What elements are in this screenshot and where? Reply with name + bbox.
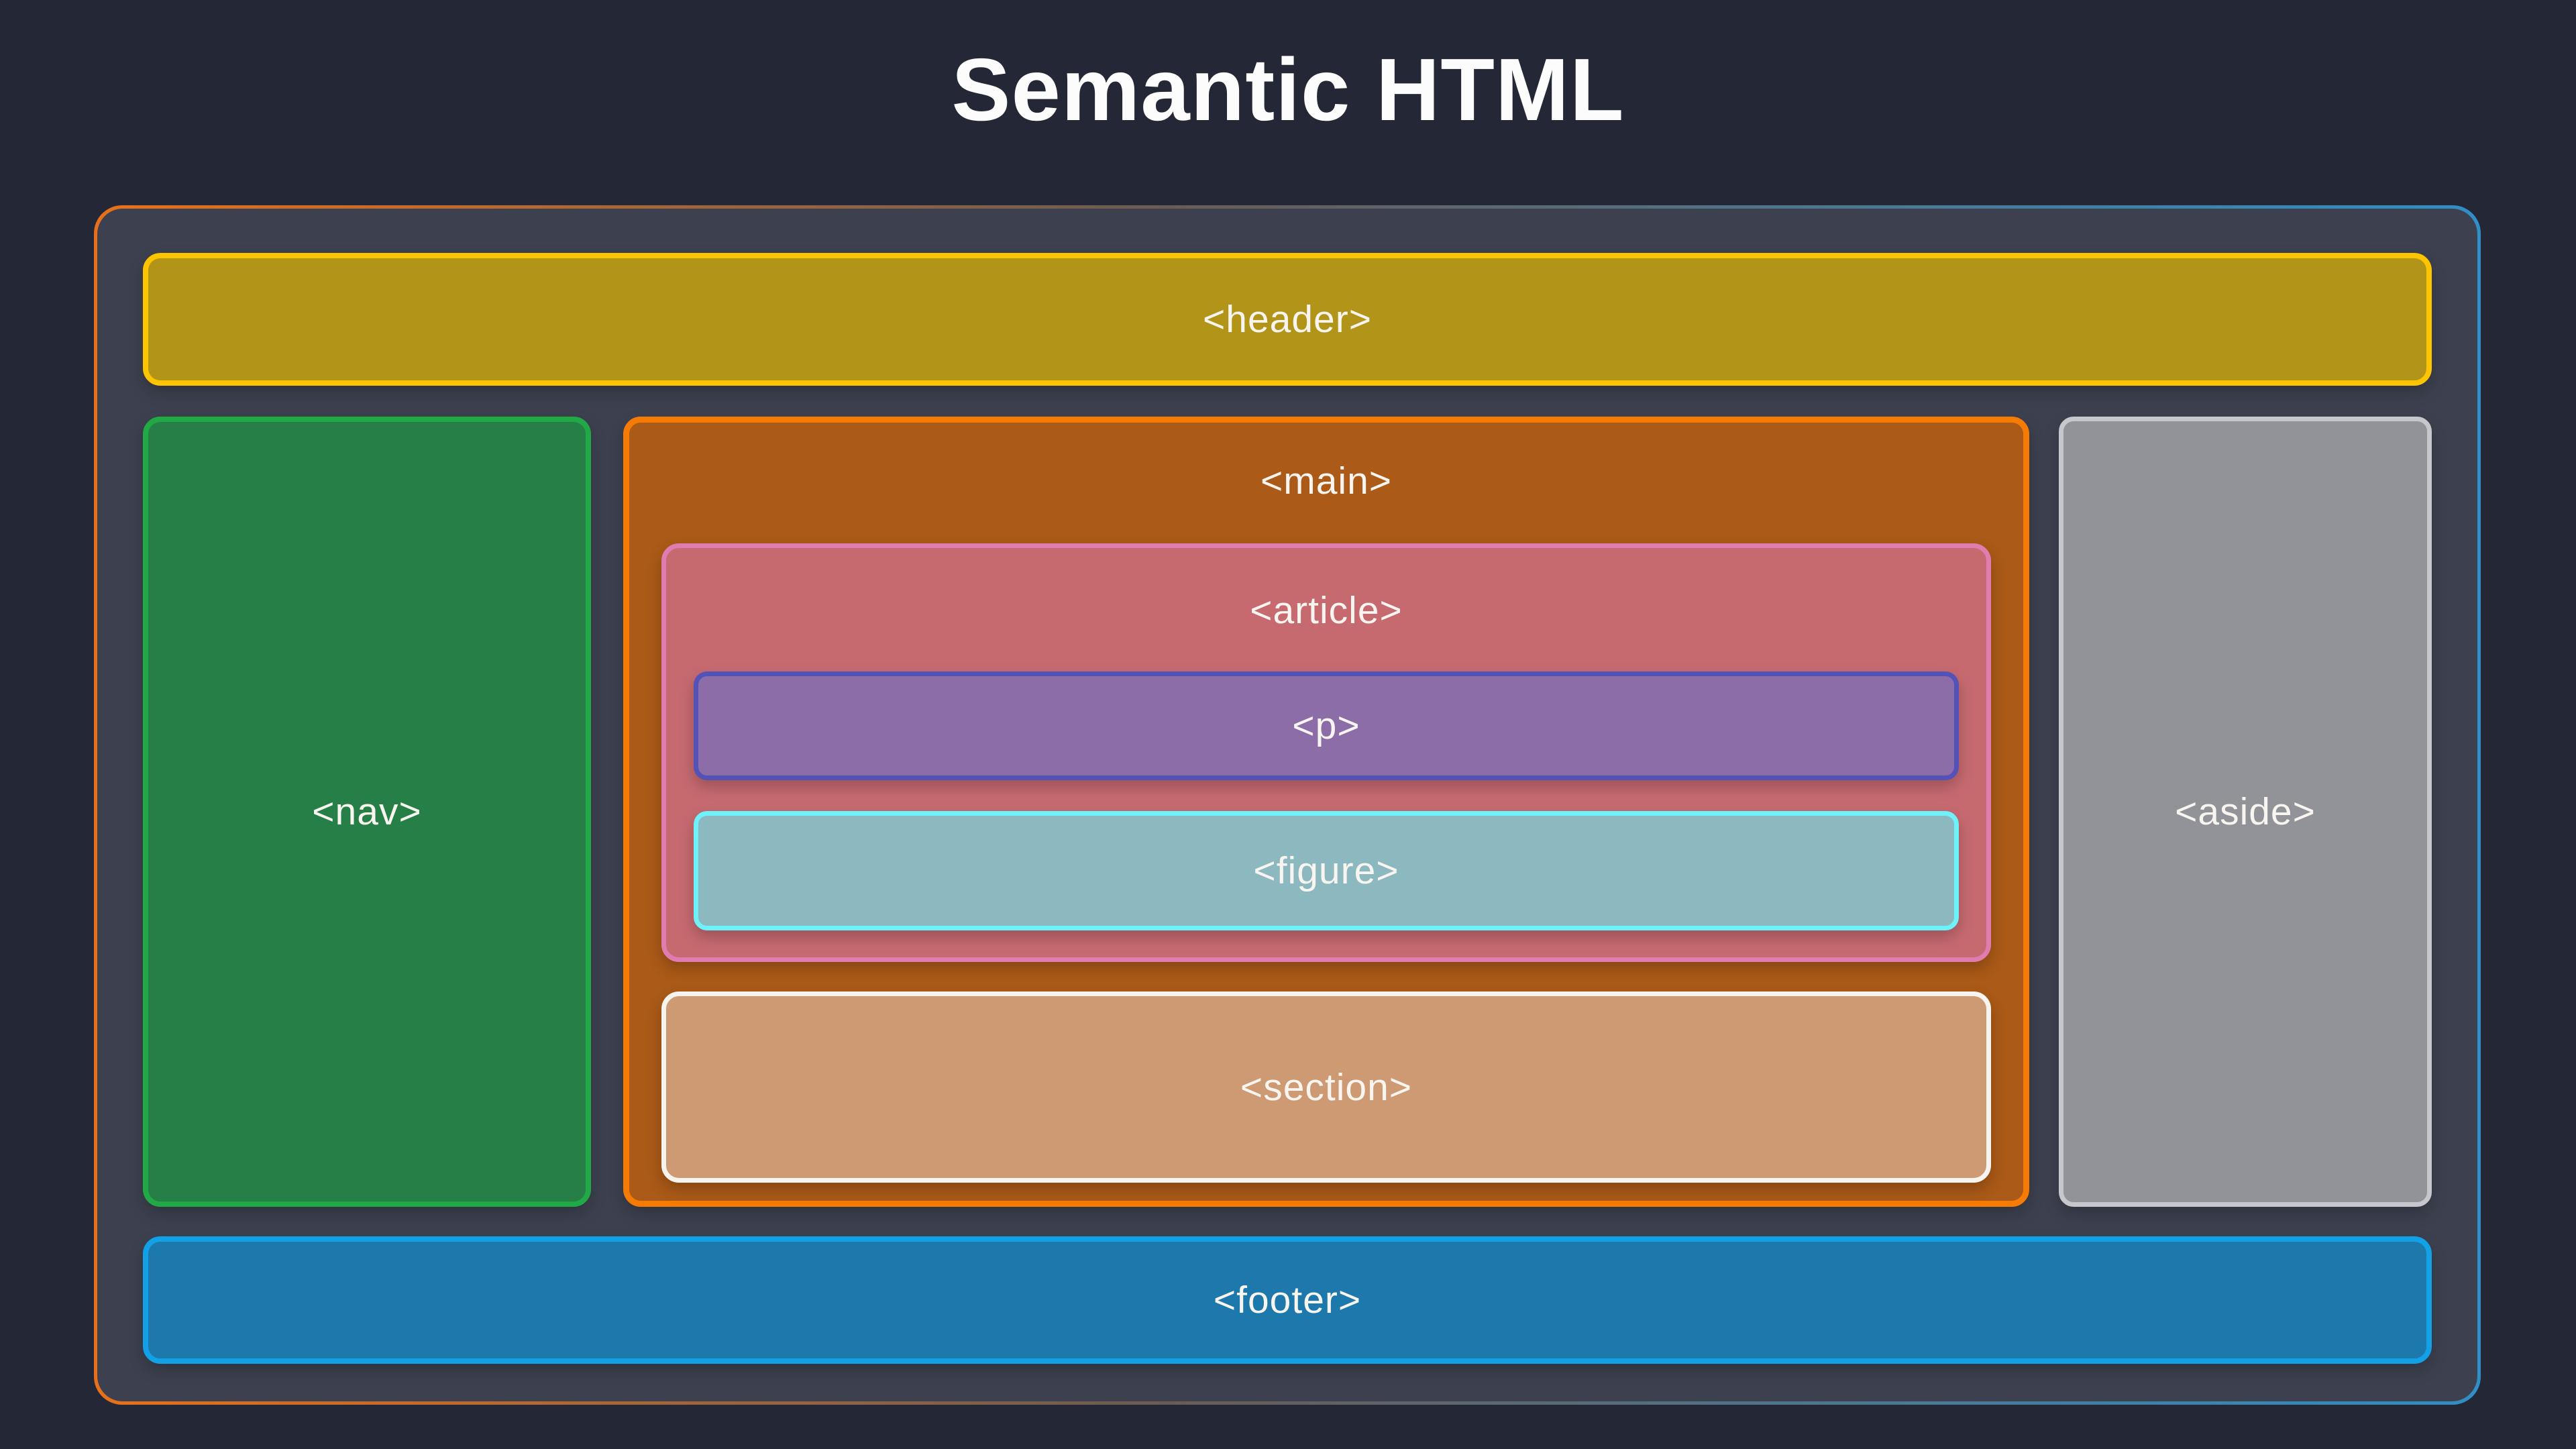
viewport-frame-inner: <header> <nav> <main> <article> bbox=[97, 209, 2477, 1401]
article-label-row: <article> bbox=[694, 588, 1959, 633]
article-element-box: <article> <p> <figure> bbox=[661, 543, 1991, 962]
p-tag-label: <p> bbox=[1292, 704, 1360, 747]
main-element-box: <main> <article> <p> <figure> bbox=[623, 417, 2029, 1207]
content-row: <nav> <main> <article> <p> bbox=[143, 417, 2432, 1207]
aside-tag-label: <aside> bbox=[2175, 790, 2316, 833]
aside-element-box: <aside> bbox=[2059, 417, 2432, 1207]
section-element-box: <section> bbox=[661, 991, 1991, 1183]
article-tag-label: <article> bbox=[1250, 589, 1403, 632]
section-tag-label: <section> bbox=[1240, 1065, 1413, 1109]
nav-tag-label: <nav> bbox=[312, 790, 422, 833]
page-title: Semantic HTML bbox=[951, 40, 1625, 139]
figure-element-box: <figure> bbox=[694, 811, 1959, 930]
figure-tag-label: <figure> bbox=[1253, 849, 1399, 892]
p-element-box: <p> bbox=[694, 672, 1959, 780]
viewport-frame: <header> <nav> <main> <article> bbox=[94, 205, 2481, 1405]
header-element-box: <header> bbox=[143, 253, 2432, 386]
main-tag-label: <main> bbox=[1260, 460, 1393, 502]
nav-element-box: <nav> bbox=[143, 417, 591, 1207]
main-label-row: <main> bbox=[661, 459, 1991, 503]
header-tag-label: <header> bbox=[1202, 298, 1373, 341]
footer-element-box: <footer> bbox=[143, 1236, 2432, 1364]
footer-tag-label: <footer> bbox=[1213, 1279, 1362, 1322]
